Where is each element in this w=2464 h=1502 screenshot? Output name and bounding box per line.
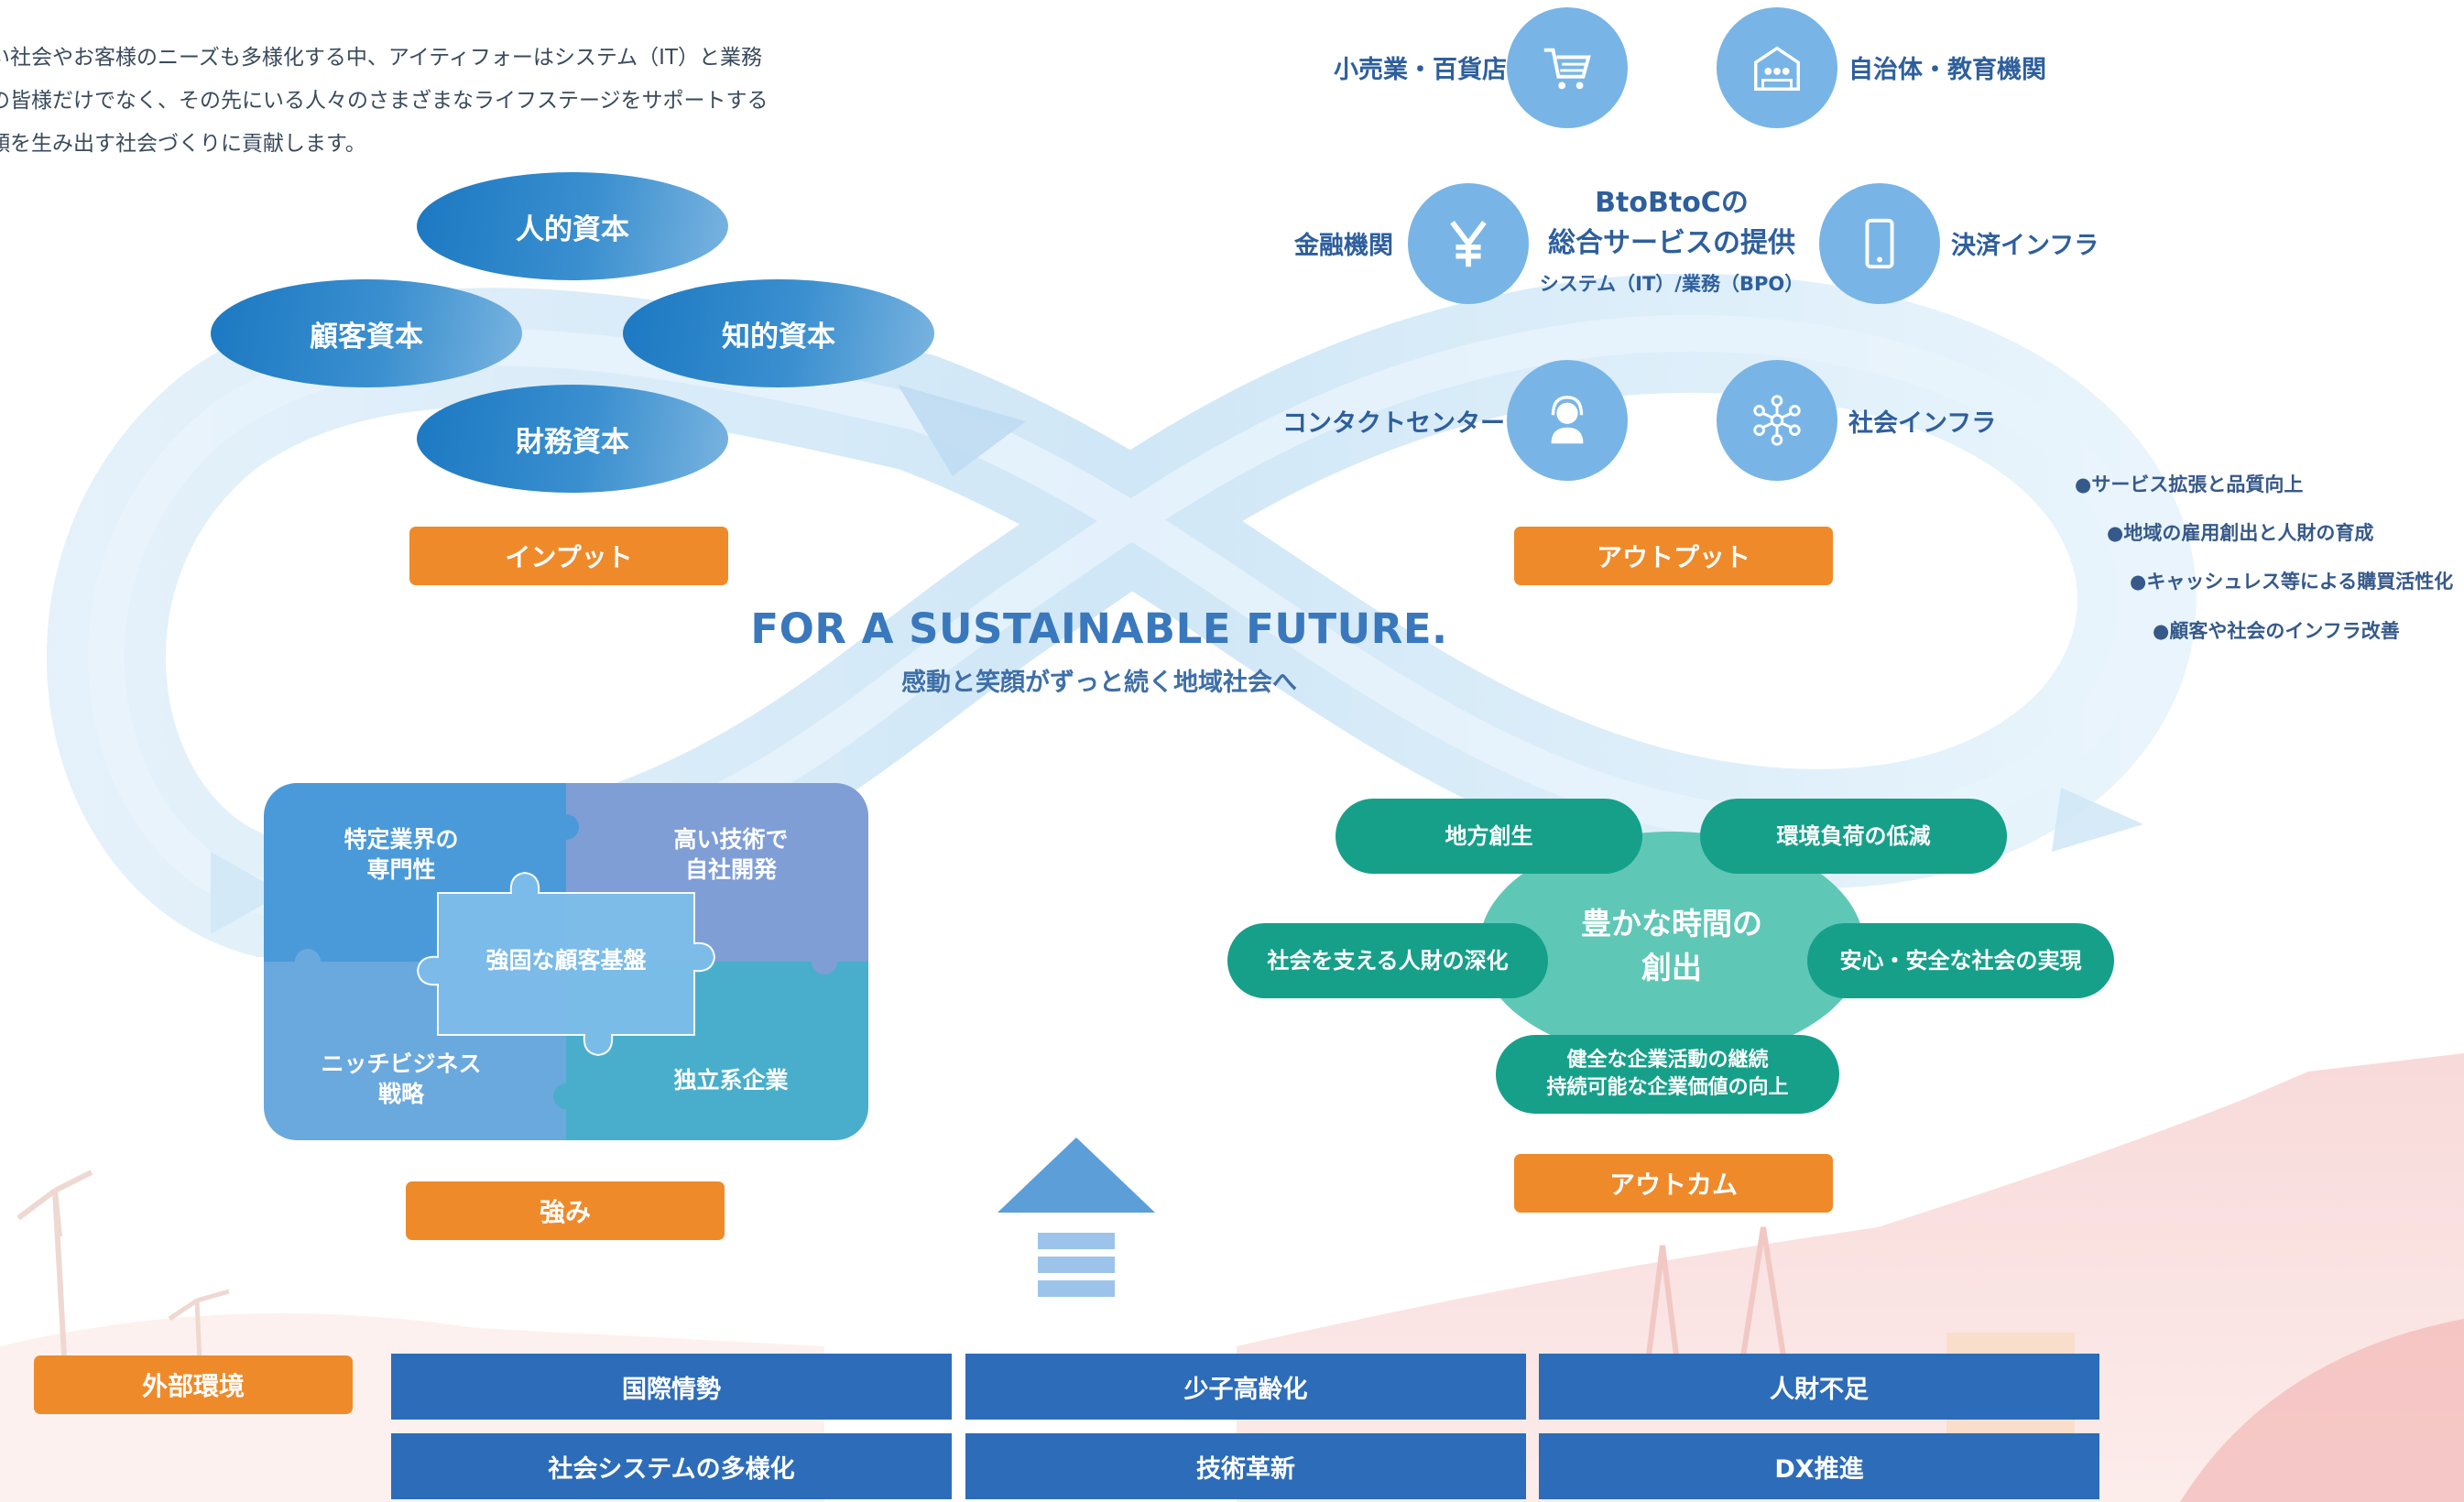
- strengths-label: 強み: [406, 1181, 725, 1240]
- external-label: 外部環境: [34, 1355, 353, 1414]
- strength-technology: 高い技術で 自社開発: [673, 826, 789, 883]
- intro-line: い社会やお客様のニーズも多様化する中、アイティフォーはシステム（IT）と業務: [0, 46, 763, 70]
- input-label: インプット: [409, 527, 728, 585]
- operator-icon: [1507, 360, 1628, 481]
- network-icon: [1717, 360, 1837, 481]
- benefit-item: ●サービス拡張と品質向上: [2075, 473, 2304, 495]
- env-social-systems: 社会システムの多様化: [391, 1433, 952, 1499]
- benefit-item: ●キャッシュレス等による購買活性化: [2130, 571, 2454, 593]
- capital-customer: 顧客資本: [211, 279, 522, 387]
- yen-icon: [1408, 183, 1529, 304]
- intro-line: 顔を生み出す社会づくりに貢献します。: [0, 132, 366, 156]
- strength-independent: 独立系企業: [673, 1067, 789, 1094]
- output-social-infra: 社会インフラ: [1848, 409, 1997, 438]
- outcome-environment: 環境負荷の低減: [1700, 799, 2007, 874]
- slogan-subtitle: 感動と笑顔がずっと続く地域社会へ: [901, 669, 1297, 697]
- cart-icon: [1507, 7, 1628, 128]
- output-label: アウトプット: [1514, 527, 1833, 585]
- outcome-safety: 安心・安全な社会の実現: [1807, 923, 2114, 998]
- output-financial: 金融機関: [1294, 232, 1393, 260]
- output-center: BtoBtoCの 総合サービスの提供 システム（IT）/業務（BPO）: [1521, 183, 1823, 297]
- benefit-item: ●顧客や社会のインフラ改善: [2153, 620, 2400, 642]
- strength-niche: ニッチビジネス 戦略: [321, 1050, 482, 1107]
- smartphone-icon: [1819, 183, 1940, 304]
- env-geopolitics: 国際情勢: [391, 1354, 952, 1420]
- outcome-regional: 地方創生: [1336, 799, 1642, 874]
- strength-customer-base: 強固な顧客基盤: [485, 947, 647, 974]
- strengths-puzzle: 特定業界の 専門性 高い技術で 自社開発 ニッチビジネス 戦略 独立系企業 強固…: [264, 783, 868, 1140]
- capital-human: 人的資本: [417, 172, 728, 280]
- capital-intellectual: 知的資本: [623, 279, 934, 387]
- building-icon: [1717, 7, 1837, 128]
- env-labor-shortage: 人財不足: [1539, 1354, 2099, 1420]
- outcome-sustainable: 健全な企業活動の継続 持続可能な企業価値の向上: [1496, 1035, 1839, 1114]
- env-aging: 少子高齢化: [965, 1354, 1526, 1420]
- strength-expertise: 特定業界の 専門性: [343, 826, 459, 883]
- up-arrow-icon: [998, 1137, 1155, 1297]
- outcome-center: 豊かな時間の 創出: [1581, 906, 1762, 985]
- outcome-label: アウトカム: [1514, 1154, 1833, 1213]
- env-dx: DX推進: [1539, 1433, 2099, 1499]
- output-center-line1: BtoBtoCの: [1595, 187, 1749, 219]
- intro-line: の皆様だけでなく、その先にいる人々のさまざまなライフステージをサポートする: [0, 89, 769, 113]
- env-innovation: 技術革新: [965, 1433, 1526, 1499]
- slogan-title: FOR A SUSTAINABLE FUTURE.: [750, 604, 1448, 653]
- outcome-people: 社会を支える人財の深化: [1227, 923, 1548, 998]
- capital-financial: 財務資本: [417, 385, 728, 493]
- output-center-sub: システム（IT）/業務（BPO）: [1539, 273, 1804, 295]
- output-center-line2: 総合サービスの提供: [1548, 227, 1795, 259]
- puzzle-shape: [264, 783, 868, 1140]
- benefit-item: ●地域の雇用創出と人財の育成: [2107, 522, 2374, 544]
- output-contact-center: コンタクトセンター: [1282, 409, 1505, 438]
- output-government: 自治体・教育機関: [1848, 56, 2046, 84]
- intro-text: い社会やお客様のニーズも多様化する中、アイティフォーはシステム（IT）と業務 の…: [0, 37, 843, 166]
- output-payment: 決済インフラ: [1951, 232, 2099, 260]
- output-retail: 小売業・百貨店: [1334, 56, 1507, 84]
